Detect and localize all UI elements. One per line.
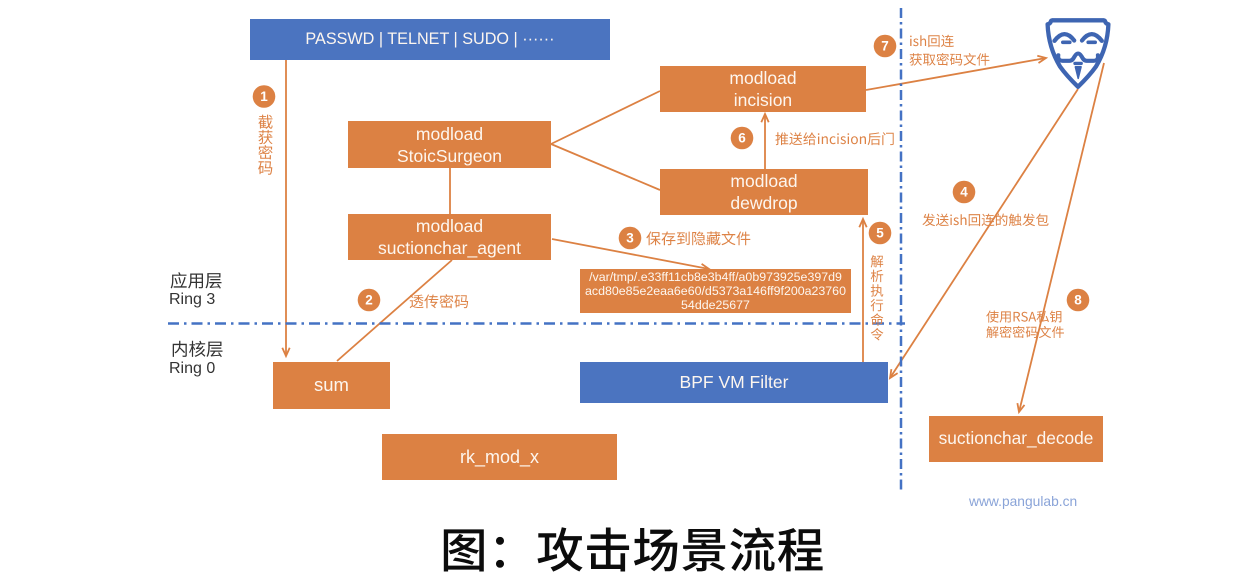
svg-text:3: 3 <box>626 231 634 246</box>
svg-text:8: 8 <box>1074 293 1082 308</box>
svg-text:1: 1 <box>260 89 268 104</box>
svg-text:7: 7 <box>881 39 889 54</box>
svg-text:2: 2 <box>365 293 373 308</box>
svg-text:5: 5 <box>876 226 884 241</box>
svg-text:6: 6 <box>738 131 746 146</box>
svg-text:4: 4 <box>960 185 968 200</box>
